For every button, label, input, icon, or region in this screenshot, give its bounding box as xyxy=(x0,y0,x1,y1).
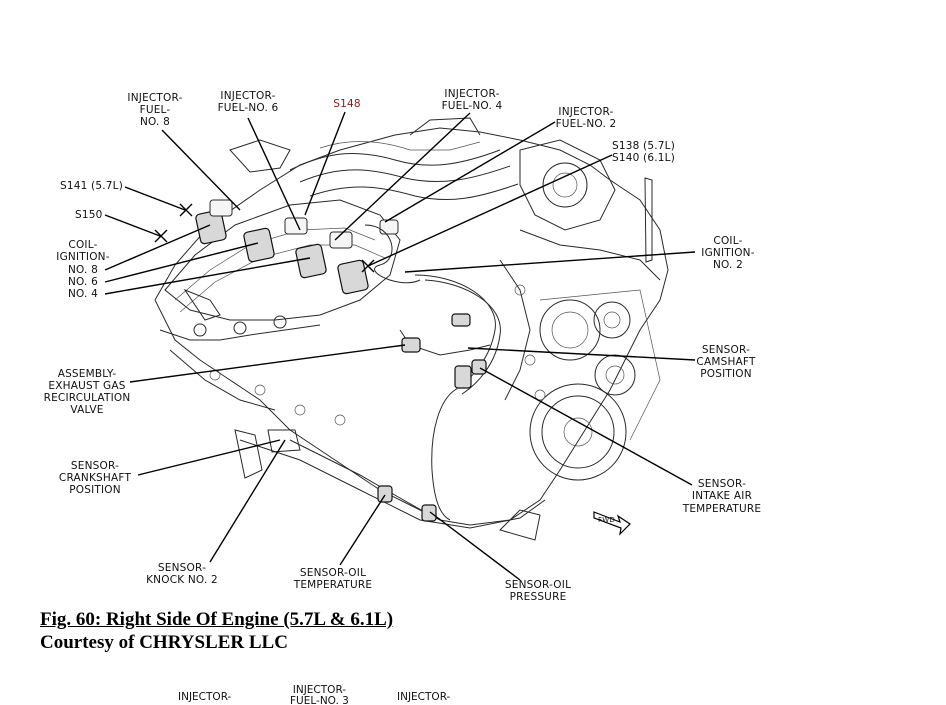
label-line: POSITION xyxy=(69,484,121,496)
label-line: IGNITION- xyxy=(56,251,109,263)
figure-caption: Fig. 60: Right Side Of Engine (5.7L & 6.… xyxy=(40,608,393,654)
figure-courtesy: Courtesy of CHRYSLER LLC xyxy=(40,632,288,653)
label-camshaft-sensor: SENSOR- CAMSHAFT POSITION xyxy=(696,344,756,380)
label-line: SENSOR- xyxy=(71,460,119,472)
label-line: IGNITION- xyxy=(701,247,754,259)
label-line: FUEL-NO. 3 xyxy=(290,695,349,705)
label-s141: S141 (5.7L) xyxy=(60,180,123,192)
coil-pack-6 xyxy=(243,227,275,263)
coil-pack-2 xyxy=(337,259,369,295)
label-line: NO. 2 xyxy=(713,259,743,271)
label-line: FUEL-NO. 2 xyxy=(556,118,617,130)
label-oil-temp-sensor: SENSOR-OIL TEMPERATURE xyxy=(293,567,373,591)
label-line: RECIRCULATION xyxy=(44,392,131,404)
label-line: FUEL-NO. 4 xyxy=(442,100,503,112)
label-line: FUEL- xyxy=(140,104,171,116)
label-line: SENSOR- xyxy=(698,478,746,490)
label-intake-air-sensor: SENSOR- INTAKE AIR TEMPERATURE xyxy=(682,478,762,515)
label-line: FUEL-NO. 6 xyxy=(218,102,279,114)
label-line: INTAKE AIR xyxy=(692,490,752,502)
figure-title: Fig. 60: Right Side Of Engine (5.7L & 6.… xyxy=(40,609,394,630)
label-s138-s140: S138 (5.7L) S140 (6.1L) xyxy=(612,140,675,164)
next-figure-label-c: INJECTOR- xyxy=(397,691,451,703)
label-egr-valve: ASSEMBLY- EXHAUST GAS RECIRCULATION VALV… xyxy=(44,368,131,416)
label-injector-no2: INJECTOR- FUEL-NO. 2 xyxy=(556,106,617,130)
label-line: NO. 4 xyxy=(68,288,98,300)
leader-lines xyxy=(104,111,696,581)
label-line: CRANKSHAFT xyxy=(59,472,132,484)
label-line: NO. 8 xyxy=(140,116,170,128)
label-line: COIL- xyxy=(68,239,97,251)
label-line: ASSEMBLY- xyxy=(58,368,117,380)
label-coil-ignition-right: COIL- IGNITION- NO. 2 xyxy=(701,235,754,271)
label-injector-no8: INJECTOR- FUEL- NO. 8 xyxy=(127,92,182,128)
label-line: NO. 6 xyxy=(68,276,98,288)
label-knock-sensor: SENSOR- KNOCK NO. 2 xyxy=(146,562,218,586)
coil-pack-4 xyxy=(295,243,327,279)
label-line: COIL- xyxy=(713,235,742,247)
label-crankshaft-sensor: SENSOR- CRANKSHAFT POSITION xyxy=(59,460,132,496)
label-line: SENSOR- xyxy=(702,344,750,356)
label-line: INJECTOR- xyxy=(220,90,275,102)
label-s148: S148 xyxy=(333,98,361,110)
label-line: S140 (6.1L) xyxy=(612,152,675,164)
label-line: NO. 8 xyxy=(68,264,98,276)
label-injector-no6: INJECTOR- FUEL-NO. 6 xyxy=(218,90,279,114)
label-line: KNOCK NO. 2 xyxy=(146,574,218,586)
front-arrow-label: FWD xyxy=(598,516,615,524)
label-line: PRESSURE xyxy=(510,591,567,603)
next-figure-label-b: INJECTOR- FUEL-NO. 3 xyxy=(290,685,349,705)
label-coil-ignition-left: COIL- IGNITION- NO. 8 NO. 6 NO. 4 xyxy=(56,239,109,300)
label-injector-no4: INJECTOR- FUEL-NO. 4 xyxy=(442,88,503,112)
label-line: CAMSHAFT xyxy=(696,356,756,368)
label-line: INJECTOR- xyxy=(127,92,182,104)
label-line: EXHAUST GAS xyxy=(48,380,125,392)
label-line: S138 (5.7L) xyxy=(612,140,675,152)
label-s150: S150 xyxy=(75,209,103,221)
label-line: POSITION xyxy=(700,368,752,380)
label-line: SENSOR-OIL xyxy=(505,579,571,591)
label-line: SENSOR- xyxy=(158,562,206,574)
engine-illustration xyxy=(154,117,669,541)
label-line: INJECTOR- xyxy=(292,684,347,696)
label-line: TEMPERATURE xyxy=(682,503,762,515)
forward-arrow-icon: FWD xyxy=(593,511,631,536)
next-figure-label-a: INJECTOR- xyxy=(178,691,232,703)
label-line: TEMPERATURE xyxy=(293,579,373,591)
label-line: INJECTOR- xyxy=(444,88,499,100)
label-line: INJECTOR- xyxy=(558,106,613,118)
label-line: VALVE xyxy=(70,404,103,416)
label-line: SENSOR-OIL xyxy=(300,567,366,579)
label-oil-pressure-sensor: SENSOR-OIL PRESSURE xyxy=(505,579,571,603)
